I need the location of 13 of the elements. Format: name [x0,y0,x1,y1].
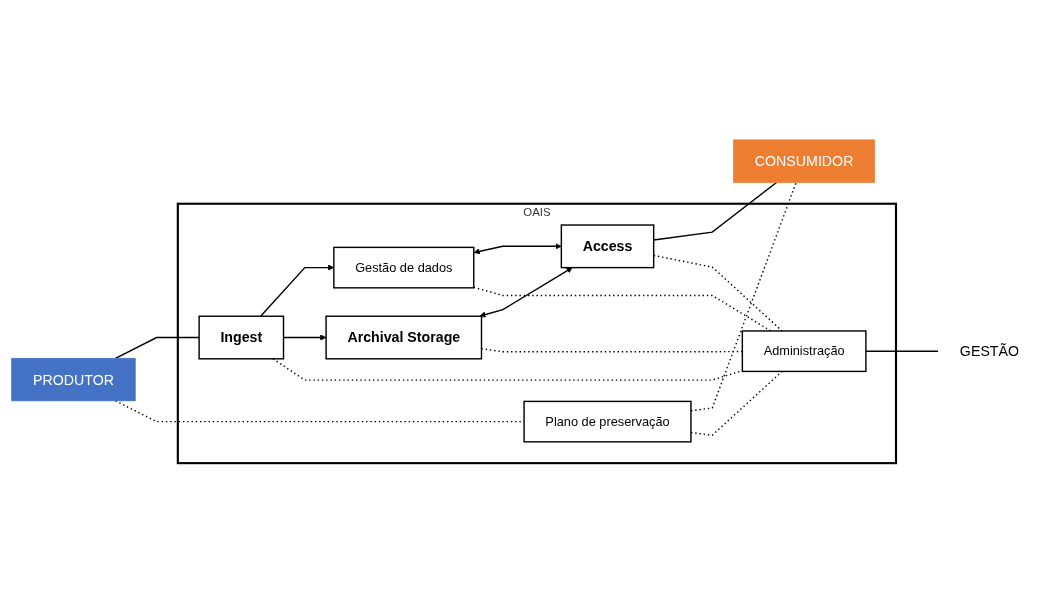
node-box: CONSUMIDOR [733,139,876,183]
node-box: Access [560,224,655,269]
node-box: Gestão de dados [333,246,475,289]
node-box: Plano de preservação [523,400,692,443]
node-box: Ingest [198,315,285,360]
node-box: PRODUTOR [11,357,136,402]
connector [114,336,200,359]
connector [865,350,940,352]
node-box: Archival Storage [325,315,483,360]
node-text: GESTÃO [959,343,1020,359]
arrow [473,243,562,255]
arrow [479,267,573,318]
node-box: Administração [741,330,867,373]
